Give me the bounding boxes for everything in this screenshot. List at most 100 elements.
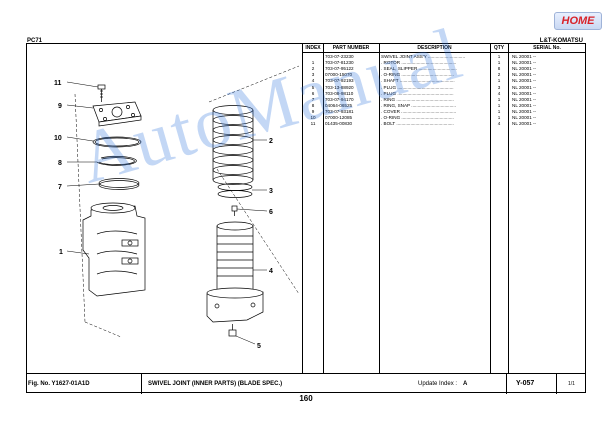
home-button[interactable]: HOME: [554, 12, 602, 30]
part-cover: [92, 101, 142, 127]
col-header-part-number: PART NUMBER: [323, 44, 379, 53]
page-number: 160: [299, 394, 313, 403]
table-cell-index: 10: [310, 115, 316, 120]
exploded-diagram: 11 9 10 8 7 1 2 3 6 4 5: [27, 44, 302, 373]
page-code: Y-057: [516, 380, 535, 387]
table-cell-qty: 4: [497, 90, 501, 96]
table-cell-qty: 1: [497, 54, 501, 59]
part-bolt: [97, 84, 106, 102]
table-cell-desc: . COVER ................................…: [381, 108, 457, 114]
table-cell-serial: NL 20001 --: [512, 60, 537, 66]
page-frame: [26, 43, 586, 393]
part-plug-5: [228, 324, 237, 337]
table-cell-qty: 3: [497, 84, 501, 90]
col-header-serial: SERIAL No.: [508, 44, 586, 53]
callout-3: 3: [269, 188, 273, 195]
table-cell-part: 703-07-23230: [325, 54, 354, 59]
callout-6: 6: [269, 209, 273, 216]
table-cell-index: 9: [311, 108, 315, 114]
table-cell-index: 7: [311, 96, 315, 102]
table-cell-qty: 1: [497, 78, 501, 84]
table-cell-qty: 1: [497, 102, 501, 108]
table-cell-part: 01435-00830: [325, 121, 353, 127]
table-cell-index: 1: [311, 60, 315, 66]
table-cell-qty: 1: [497, 115, 501, 120]
table-cell-part: 703-07-95122: [325, 66, 354, 72]
table-cell-desc: . BOLT .................................…: [381, 121, 454, 127]
table-cell-desc: . O-RING ...............................…: [381, 72, 454, 78]
table-cell-serial: NL 20001 --: [512, 108, 537, 114]
table-cell-part: 07000-15070: [325, 72, 353, 78]
table-cell-desc: . RING .................................…: [381, 96, 454, 102]
table-cell-desc: . SEAL, SLIPPER ........................…: [381, 66, 457, 72]
part-rotor: [82, 202, 146, 297]
table-cell-desc: . SHAFT ................................…: [381, 78, 455, 84]
table-cell-index: 11: [310, 121, 316, 127]
table-cell-serial: NL 20001 --: [512, 121, 537, 127]
part-seal-stack: [212, 105, 254, 185]
table-cell-qty: 1: [497, 96, 501, 102]
diagram-svg: 11 9 10 8 7 1 2 3 6 4 5: [54, 65, 300, 350]
table-cell-qty: 1: [497, 60, 501, 66]
table-cell-serial: NL 20001 --: [512, 72, 537, 78]
fig-number: Fig. No. Y1627-01A1D: [28, 381, 90, 387]
table-cell-index: 6: [311, 90, 315, 96]
table-cell-index: 8: [311, 102, 315, 108]
table-cell-desc: . RING, SNAP ...........................…: [381, 102, 456, 108]
table-cell-serial: NL 20001 --: [512, 66, 537, 72]
table-cell-serial: NL 20001 --: [512, 96, 537, 102]
table-cell-part: 04064-06525: [325, 102, 353, 108]
table-cell-part: 703-08-98110: [325, 90, 354, 96]
footer-divider: [556, 374, 557, 394]
table-cell-serial: NL 20001 --: [512, 90, 537, 96]
table-cell-qty: 8: [497, 66, 501, 72]
callout-2: 2: [269, 138, 273, 145]
figure-title: SWIVEL JOINT (INNER PARTS) (BLADE SPEC.): [148, 381, 283, 387]
table-cell-desc: SWIVEL JOINT ASS'Y .....................…: [381, 54, 466, 59]
col-divider: [508, 44, 509, 373]
table-cell-serial: NL 20001 --: [512, 102, 537, 108]
table-cell-part: 07000-12085: [325, 115, 353, 120]
footer-divider: [141, 374, 142, 394]
part-ring: [98, 178, 140, 188]
table-cell-serial: NL 20001 --: [512, 84, 537, 90]
table-cell-index: 2: [311, 66, 315, 72]
table-cell-index: 5: [311, 84, 315, 90]
col-header-index: INDEX: [303, 44, 323, 53]
col-header-description: DESCRIPTION: [379, 44, 490, 53]
footer-divider: [506, 374, 507, 394]
model-label: PC71: [27, 38, 43, 44]
table-cell-qty: 1: [497, 108, 501, 114]
parts-table: INDEX PART NUMBER DESCRIPTION QTY SERIAL…: [302, 44, 586, 373]
table-cell-qty: 2: [497, 72, 501, 78]
col-divider: [323, 44, 324, 373]
callout-5: 5: [257, 343, 261, 350]
update-index-label: Update Index :: [418, 381, 458, 387]
col-header-qty: QTY: [490, 44, 508, 53]
callout-7: 7: [58, 184, 62, 191]
table-cell-part: 703-07-92193: [325, 78, 354, 84]
table-cell-desc: . O-RING ...............................…: [381, 115, 454, 120]
callout-8: 8: [58, 160, 62, 167]
callout-11: 11: [54, 80, 62, 87]
table-cell-part: 703-13-88920: [325, 84, 354, 90]
part-plug-6: [231, 205, 238, 216]
part-shaft: [206, 221, 264, 323]
brand-label: L&T-KOMATSU: [539, 38, 583, 44]
table-cell-serial: NL 20001 --: [512, 54, 537, 59]
table-cell-index: 3: [311, 72, 315, 78]
update-index-value: A: [463, 381, 468, 387]
table-cell-serial: NL 20001 --: [512, 115, 537, 120]
table-cell-index: 4: [311, 78, 315, 84]
table-cell-part: 703-07-94170: [325, 96, 354, 102]
callout-1: 1: [59, 249, 63, 256]
table-cell-part: 703-07-93181: [325, 108, 354, 114]
footer: Fig. No. Y1627-01A1D SWIVEL JOINT (INNER…: [26, 373, 586, 394]
table-cell-serial: NL 20001 --: [512, 78, 537, 84]
table-cell-desc: . PLUG .................................…: [381, 84, 454, 90]
col-divider: [490, 44, 491, 373]
part-snap-ring: [96, 156, 137, 166]
part-oring-10: [92, 136, 142, 148]
col-divider: [379, 44, 380, 373]
table-cell-desc: . PLUG .................................…: [381, 90, 454, 96]
